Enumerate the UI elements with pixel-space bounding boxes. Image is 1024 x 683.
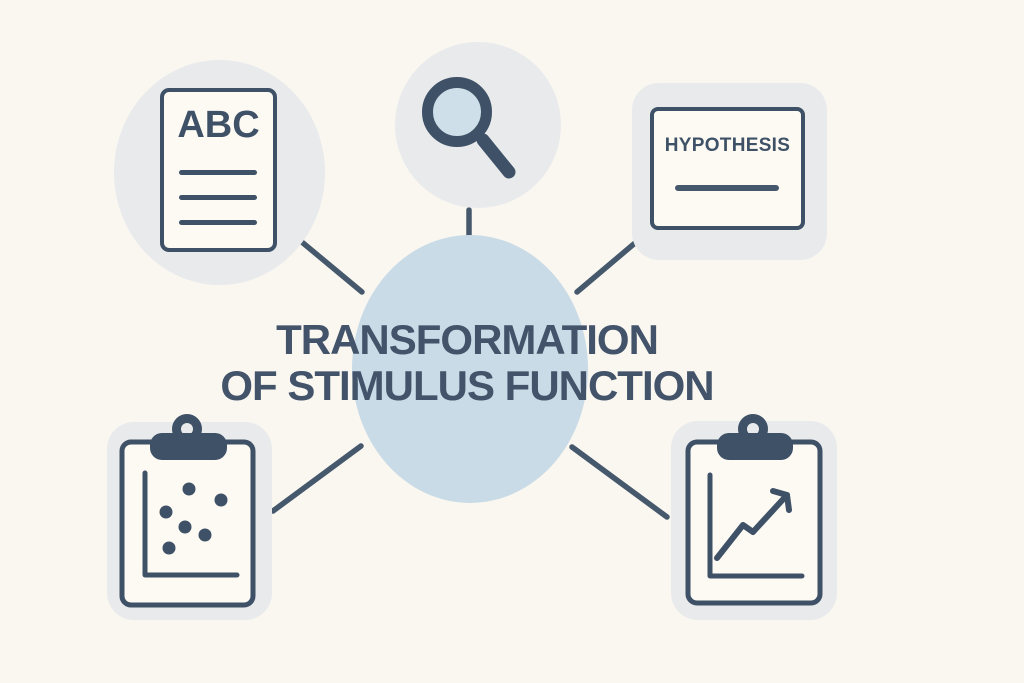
document-text-line (179, 170, 257, 175)
clipboard-clip (717, 433, 793, 460)
center-circle (352, 235, 588, 503)
trend-arrowhead (770, 488, 792, 513)
trend-chart-clipboard-icon (685, 414, 823, 606)
scatter-dot (214, 493, 228, 507)
document-text-line (179, 220, 257, 225)
scatter-plot-clipboard-icon (119, 414, 256, 608)
diagram-title-line2: OF STIMULUS FUNCTION (220, 362, 714, 409)
clipboard-clip (150, 433, 227, 460)
connector-scatter-center (270, 443, 364, 514)
scatter-dot (159, 505, 173, 519)
magnifier-handle (476, 133, 516, 179)
hypothesis-underline (675, 185, 779, 191)
magnifier-icon (422, 77, 516, 179)
trend-axes (707, 472, 805, 579)
hypothesis-card-icon: HYPOTHESIS (650, 107, 805, 230)
connector-trend-center (569, 444, 670, 520)
trend-line (714, 492, 790, 561)
document-abc-label: ABC (177, 104, 260, 146)
magnifier-lens (422, 77, 492, 147)
diagram-title: TRANSFORMATION OF STIMULUS FUNCTION (107, 317, 827, 409)
scatter-dot (178, 520, 192, 534)
scatter-dot (198, 528, 212, 542)
scatter-dot (162, 541, 176, 555)
scatter-dots (159, 482, 228, 555)
document-text-line (179, 195, 257, 200)
scatter-axes (142, 470, 240, 578)
document-text-icon: ABC (160, 88, 277, 252)
diagram-title-line1: TRANSFORMATION (276, 316, 659, 363)
connector-hypothesis-center (574, 240, 638, 295)
scatter-dot (182, 482, 196, 496)
hypothesis-label: HYPOTHESIS (664, 135, 791, 156)
connector-document-center (294, 235, 365, 295)
